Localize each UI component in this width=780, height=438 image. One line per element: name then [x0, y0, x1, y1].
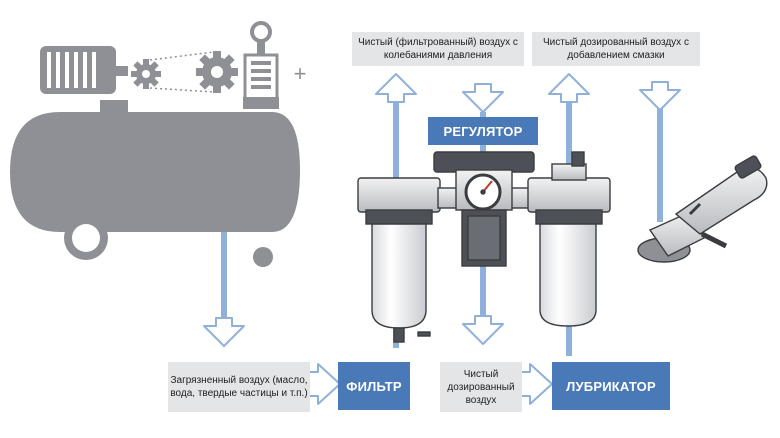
angle-grinder-icon — [637, 155, 768, 263]
label-dirty-air: Загрязненный воздух (масло, вода, тверды… — [168, 362, 310, 412]
gear-icon — [131, 59, 161, 89]
gear-icon — [196, 51, 238, 93]
compressor-tank — [10, 112, 300, 232]
arrow-down-to-regulator — [462, 83, 504, 113]
label-clean-filtered-air: Чистый (фильтрованный) воздух с колебани… — [352, 32, 524, 66]
arrow-down-to-tool — [639, 81, 681, 111]
compressor-plus-sign: + — [293, 61, 307, 86]
piston-icon — [243, 21, 279, 109]
motor-icon — [40, 46, 128, 112]
arrow-down-dirty-air — [203, 317, 245, 347]
label-clean-dosed-air: Чистый дозированный воздух — [440, 362, 522, 412]
stage-lubricator: ЛУБРИКАТОР — [552, 362, 670, 410]
compressor-foot — [253, 247, 273, 267]
arrow-right-to-lubricator — [519, 363, 553, 405]
compressor — [10, 21, 300, 267]
arrow-up-filtered-air — [375, 73, 417, 103]
arrow-up-lubricated-air — [548, 73, 590, 103]
pressure-gauge-icon — [464, 173, 502, 211]
arrow-right-to-filter — [307, 363, 341, 405]
stage-filter: ФИЛЬТР — [338, 362, 410, 410]
arrow-down-regulator-out — [462, 315, 504, 345]
label-clean-dosed-lubricated-air: Чистый дозированный воздух с добавлением… — [532, 32, 700, 66]
frl-unit — [357, 151, 611, 343]
stage-regulator: РЕГУЛЯТОР — [428, 117, 538, 145]
flow-arrows — [203, 73, 681, 405]
